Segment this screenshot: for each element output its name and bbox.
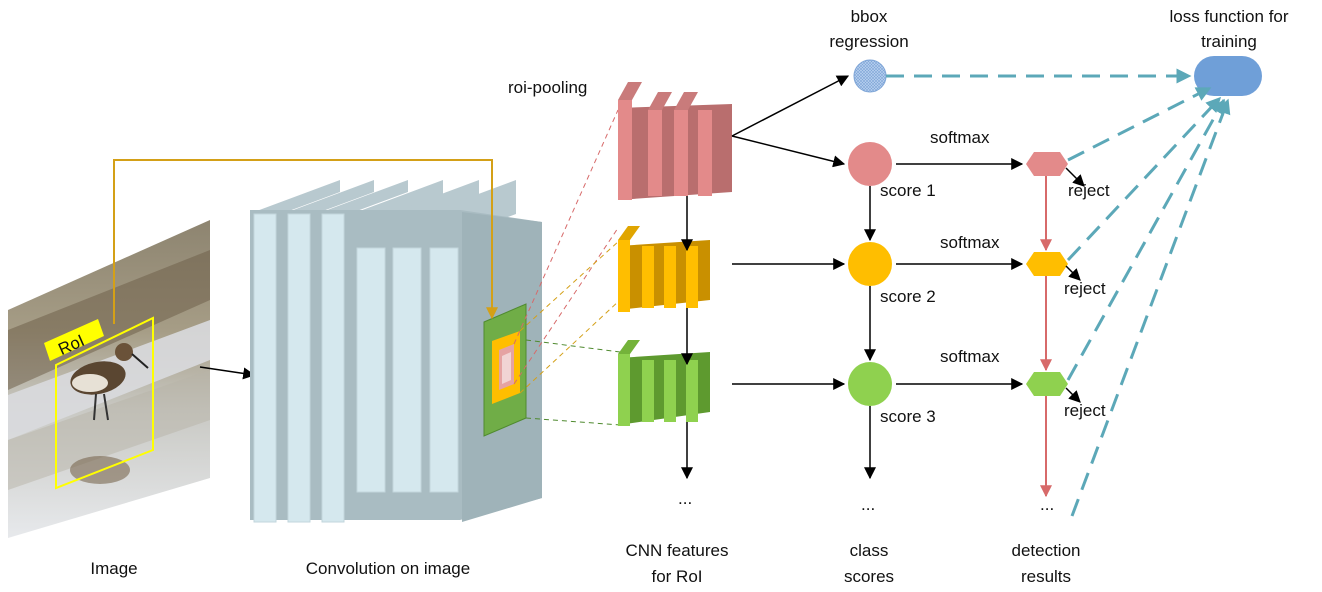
- caption-results-line2: results: [1021, 567, 1071, 586]
- reject-label-1: reject: [1068, 181, 1110, 200]
- caption-convolution: Convolution on image: [306, 559, 470, 578]
- results-ellipsis: ...: [1040, 495, 1054, 514]
- roi-projection-line: [113, 159, 498, 324]
- caption-results-line1: detection: [1012, 541, 1081, 560]
- bbox-label-line1: bbox: [851, 7, 888, 26]
- result-node-3: [1026, 372, 1068, 396]
- softmax-label-3: softmax: [940, 347, 1000, 366]
- reject-label-2: reject: [1064, 279, 1106, 298]
- score-node-2: [848, 242, 892, 286]
- score-label-2: score 2: [880, 287, 936, 306]
- loss-label-line1: loss function for: [1169, 7, 1288, 26]
- bbox-regression-node: [853, 59, 887, 93]
- feature-to-head-arrows: [731, 75, 850, 390]
- roi-tag: [44, 319, 104, 361]
- score-label-3: score 3: [880, 407, 936, 426]
- features-orange: [618, 226, 710, 312]
- caption-image: Image: [90, 559, 137, 578]
- reject-label-3: reject: [1064, 401, 1106, 420]
- features-ellipsis: ...: [678, 489, 692, 508]
- result-node-1: [1026, 152, 1068, 176]
- roi-pooling-label: roi-pooling: [508, 78, 587, 97]
- caption-scores-line1: class: [850, 541, 889, 560]
- loss-function-node: [1194, 56, 1262, 96]
- softmax-label-1: softmax: [930, 128, 990, 147]
- loss-connectors: [886, 68, 1231, 517]
- result-node-2: [1026, 252, 1068, 276]
- input-image: RoI: [8, 220, 210, 538]
- image-to-conv-arrow: [199, 366, 256, 380]
- conv-stack: [250, 180, 542, 523]
- caption-features-line2: for RoI: [651, 567, 702, 586]
- pooling-connectors: [513, 109, 621, 426]
- bbox-label-line2: regression: [829, 32, 908, 51]
- features-green: [618, 340, 710, 426]
- score-node-1: [848, 142, 892, 186]
- roi-box: [55, 316, 154, 490]
- caption-scores-line2: scores: [844, 567, 894, 586]
- caption-features-line1: CNN features: [626, 541, 729, 560]
- softmax-arrows: [896, 158, 1024, 390]
- features-red: [618, 82, 732, 200]
- reject-arrows: [1065, 167, 1085, 403]
- score-label-1: score 1: [880, 181, 936, 200]
- softmax-label-2: softmax: [940, 233, 1000, 252]
- score-node-3: [848, 362, 892, 406]
- scores-ellipsis: ...: [861, 495, 875, 514]
- loss-label-line2: training: [1201, 32, 1257, 51]
